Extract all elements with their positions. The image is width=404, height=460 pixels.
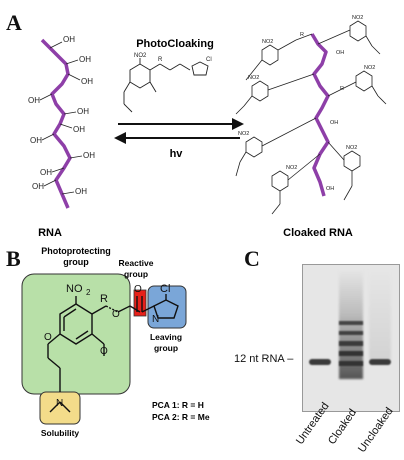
panel-letter-c: C (244, 246, 260, 271)
rna-strand-left (39, 38, 83, 209)
nitro-label: NO2 (134, 53, 147, 59)
r-label: R (100, 293, 108, 305)
rna-strand-cloaked (310, 33, 330, 197)
pca-reagent-structure (123, 58, 209, 113)
gel-band-untreated (309, 359, 331, 365)
solubility-label: Solubility (41, 428, 80, 438)
oh-label: OH (83, 151, 95, 160)
hv-label: hv (170, 148, 184, 160)
leaving-label-line2: group (154, 343, 178, 353)
panel-letter-a: A (6, 10, 22, 35)
oh-label: OH (326, 186, 334, 192)
cl-label: Cl (206, 57, 212, 63)
panel-b-diagram: Photoprotecting group Reactive group Lea… (21, 246, 210, 438)
oh-label: OH (77, 107, 89, 116)
ester-o-label: O (112, 309, 120, 320)
gel-band-cloaked (339, 331, 363, 335)
oh-label: OH (40, 168, 52, 177)
photoprotecting-label-line2: group (63, 257, 89, 267)
nitro-label: NO (66, 283, 83, 295)
oh-label: OH (75, 187, 87, 196)
oh-label: OH (336, 50, 344, 56)
cloaked-rna-label: Cloaked RNA (283, 227, 353, 239)
pca-groups-cloaked (235, 20, 387, 215)
gel-band-uncloaked (369, 359, 391, 365)
reaction-arrows (114, 118, 244, 144)
ether-o-label: O (44, 332, 52, 343)
r-label: R (300, 32, 304, 38)
nitro-label: NO2 (364, 65, 375, 71)
leaving-label: Leaving (150, 332, 182, 342)
oh-label: OH (28, 96, 40, 105)
gel-band-cloaked (339, 321, 363, 325)
nitro-label: NO2 (238, 131, 249, 137)
cl-label: Cl (160, 283, 170, 295)
nitro-label: NO2 (248, 75, 259, 81)
nitro-label: NO2 (262, 39, 273, 45)
gel-band-cloaked (339, 351, 363, 356)
lane-label-cloaked: Cloaked (326, 406, 359, 447)
carbonyl-o-label: O (134, 284, 142, 295)
nitro-label: NO2 (346, 145, 357, 151)
methoxy-o-label: O (100, 346, 108, 357)
oh-label: OH (63, 35, 75, 44)
oh-label: OH (330, 120, 338, 126)
oh-label: OH (81, 77, 93, 86)
oh-label: OH (79, 55, 91, 64)
gel-image (302, 264, 400, 412)
panel-a-diagram: OH OH OH OH OH OH OH OH OH OH OH RNA Pho… (28, 15, 387, 239)
rna-label: RNA (38, 227, 62, 239)
oh-label: OH (73, 125, 85, 134)
pca2-label: PCA 2: R = Me (152, 412, 210, 422)
marker-label: 12 nt RNA – (234, 353, 294, 365)
lane-label-uncloaked: Uncloaked (356, 405, 396, 455)
pca-structure (47, 294, 179, 413)
nitro-label: NO2 (352, 15, 363, 21)
panel-letter-b: B (6, 246, 21, 271)
nitro-subscript: 2 (86, 288, 91, 297)
amine-n-label: N (56, 398, 63, 409)
reactive-label: Reactive (119, 258, 154, 268)
imidazole-n-label: N (152, 314, 159, 325)
reactive-label-line2: group (124, 269, 148, 279)
pca1-label: PCA 1: R = H (152, 400, 204, 410)
oh-label: OH (30, 136, 42, 145)
oh-label: OH (32, 182, 44, 191)
gel-smear-uncloaked (369, 269, 391, 359)
r-label: R (340, 86, 344, 92)
nitro-label: NO2 (286, 165, 297, 171)
gel-band-cloaked (339, 361, 363, 366)
photocloaking-label: PhotoCloaking (136, 38, 214, 50)
photoprotecting-label: Photoprotecting (41, 246, 111, 256)
r-label: R (158, 57, 163, 63)
gel-band-cloaked (339, 341, 363, 346)
